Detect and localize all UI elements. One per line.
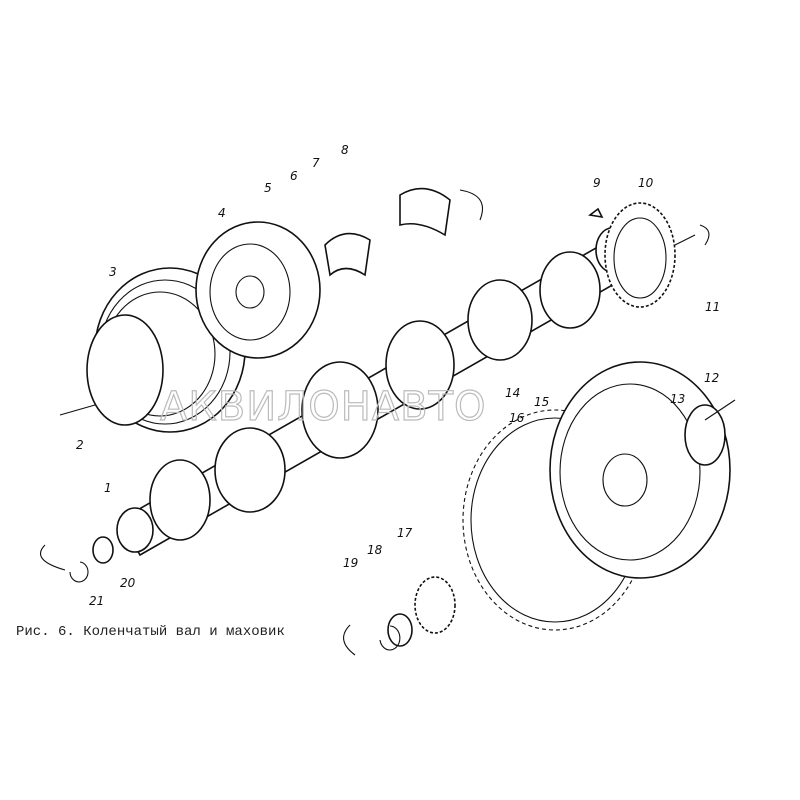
flywheel (549, 361, 731, 579)
part-label: 14 (505, 386, 520, 400)
snap-ring (379, 625, 401, 651)
part-label: 18 (367, 543, 383, 557)
part-label: 7 (312, 156, 320, 170)
part-label: 17 (397, 526, 413, 540)
rotation-arrow (699, 224, 710, 246)
flywheel-bolt (704, 399, 736, 421)
rotation-arrow (40, 544, 66, 571)
part-labels: 1 2 3 4 5 6 7 8 9 10 11 12 13 14 15 16 1… (76, 143, 720, 608)
gear-17 (414, 576, 456, 634)
bushing (92, 536, 114, 564)
part-label: 8 (341, 143, 349, 157)
part-label: 21 (89, 594, 104, 608)
part-label: 12 (704, 371, 719, 385)
figure-caption: Рис. 6. Коленчатый вал и маховик (16, 624, 285, 640)
part-label: 4 (218, 206, 226, 220)
rotation-arrow (459, 189, 484, 221)
watermark: АКВИЛОНАВТО (160, 384, 487, 430)
part-label: 11 (705, 300, 720, 314)
part-18 (387, 613, 413, 647)
part-label: 1 (104, 481, 112, 495)
pin (674, 234, 696, 246)
part-label: 5 (264, 181, 272, 195)
rotation-arrow (343, 624, 356, 656)
part-label: 9 (593, 176, 601, 190)
part-label: 16 (509, 411, 525, 425)
crankshaft-gear (604, 202, 676, 308)
bearing-shell (324, 232, 371, 277)
pulley-bolt (59, 404, 96, 416)
part-label: 15 (534, 395, 549, 409)
part-label: 3 (109, 265, 117, 279)
part-label: 6 (290, 169, 298, 183)
flywheel-washer (684, 404, 726, 466)
part-label: 19 (343, 556, 358, 570)
bearing-shell (399, 187, 451, 237)
part-label: 10 (638, 176, 654, 190)
part-label: 2 (76, 438, 84, 452)
part-label: 13 (670, 392, 685, 406)
damper (195, 221, 321, 359)
part-label: 20 (120, 576, 136, 590)
key (588, 207, 604, 219)
retainer-ring (69, 561, 89, 583)
